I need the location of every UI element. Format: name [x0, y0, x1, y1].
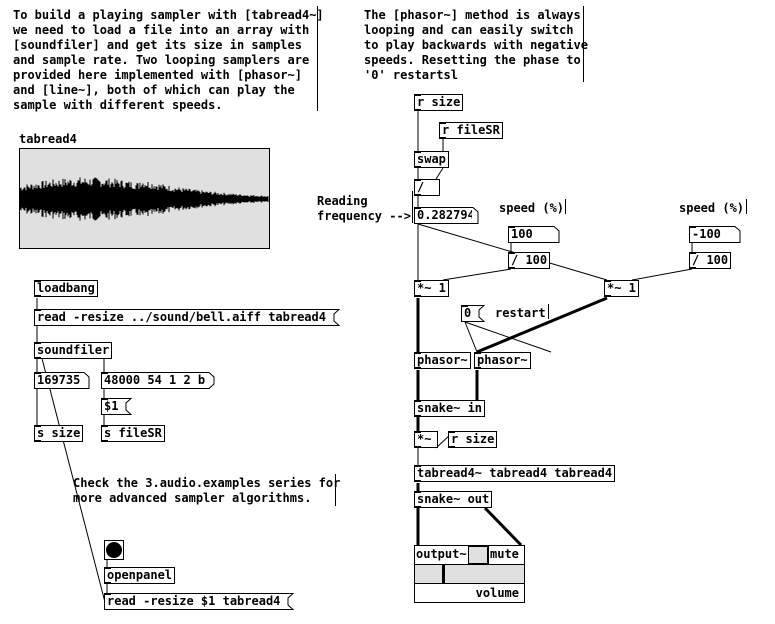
read-bell-message[interactable]: read -resize ../sound/bell.aiff tabread4 [34, 309, 340, 326]
cord-div100-mul-left [442, 268, 512, 281]
restart-comment: restart [495, 306, 546, 320]
reading-frequency-comment: Reading frequency --> [317, 194, 411, 223]
divide-object[interactable]: / [414, 179, 440, 196]
frequency-value: 0.282794 [417, 208, 475, 222]
message-flag [287, 593, 295, 610]
comment-edge [745, 199, 747, 214]
number-corner [472, 207, 479, 224]
dsp-toggle[interactable] [468, 546, 488, 564]
intro-comment: To build a playing sampler with [tabread… [13, 8, 324, 112]
read-dollar-message[interactable]: read -resize $1 tabread4 [104, 593, 295, 610]
divider [488, 546, 489, 564]
info-list-box[interactable]: 48000 54 1 2 b [101, 372, 215, 389]
speed-right-comment: speed (%) [679, 201, 745, 215]
number-corner [734, 226, 741, 243]
volume-slider[interactable] [415, 565, 524, 584]
message-flag [478, 305, 486, 322]
array-name: tabread4 [19, 132, 77, 146]
loadbang-object[interactable]: loadbang [34, 280, 98, 297]
info-list-value: 48000 54 1 2 b [104, 373, 206, 387]
number-corner [83, 372, 90, 389]
read-dollar-text: read -resize $1 tabread4 [107, 594, 281, 608]
cord-zero-phasor-r-right [464, 321, 552, 353]
bang-circle [106, 542, 122, 558]
comment-edge [564, 199, 566, 214]
message-flag [332, 309, 340, 326]
open-bang[interactable] [104, 540, 124, 560]
zero-message[interactable]: 0 [461, 305, 486, 322]
comment-edge [334, 474, 336, 506]
number-corner [553, 226, 560, 243]
cord-swap-div-right [435, 167, 444, 180]
multiply-tilde-object[interactable]: *~ [414, 431, 438, 448]
multiply-right-object[interactable]: *~ 1 [604, 280, 639, 297]
speed-left-number[interactable]: 100 [508, 226, 560, 243]
divide100-right-object[interactable]: / 100 [689, 252, 732, 269]
output-label: output~ [416, 547, 467, 561]
size-number-value: 169735 [37, 373, 81, 387]
dollar1-text: $1 [104, 399, 119, 413]
volume-label: volume [475, 586, 519, 600]
sig-snakeout-output-r [483, 506, 523, 547]
message-flag [125, 398, 133, 415]
speed-left-value: 100 [511, 227, 533, 241]
volume-slider-handle[interactable] [442, 565, 445, 584]
receive-size2-object[interactable]: r size [448, 431, 498, 448]
zero-text: 0 [464, 306, 472, 320]
sig-mul-right-phasor [476, 296, 608, 354]
comment-edge [547, 304, 549, 319]
array-graph[interactable] [19, 148, 270, 249]
list-corner [208, 372, 215, 389]
speed-left-comment: speed (%) [499, 201, 565, 215]
openpanel-object[interactable]: openpanel [104, 567, 176, 584]
phasor-comment: The [phasor~] method is always looping a… [364, 8, 588, 82]
send-fileSR-object[interactable]: s fileSR [101, 425, 165, 442]
output-abstraction: output~ mute volume [414, 545, 525, 603]
tabread4-object[interactable]: tabread4~ tabread4 tabread4 [414, 465, 616, 482]
comment-edge [582, 6, 584, 82]
receive-fileSR-object[interactable]: r fileSR [439, 122, 503, 139]
dollar1-message[interactable]: $1 [101, 398, 133, 415]
comment-edge [316, 6, 318, 111]
send-size-object[interactable]: s size [34, 425, 84, 442]
divide100-left-object[interactable]: / 100 [508, 252, 551, 269]
cord-zero-phasor-l-right [464, 321, 478, 353]
mute-button[interactable]: mute [490, 547, 519, 561]
phasor-right-object[interactable]: phasor~ [474, 352, 531, 369]
receive-size-object[interactable]: r size [414, 94, 464, 111]
soundfiler-object[interactable]: soundfiler [34, 342, 113, 359]
swap-object[interactable]: swap [414, 151, 449, 168]
divider [415, 564, 524, 565]
comment-edge [411, 191, 413, 223]
read-bell-text: read -resize ../sound/bell.aiff tabread4 [37, 310, 326, 324]
phasor-left-object[interactable]: phasor~ [414, 352, 471, 369]
speed-right-value: -100 [692, 227, 721, 241]
see-also-comment: Check the 3.audio.examples series for mo… [73, 476, 341, 505]
size-number[interactable]: 169735 [34, 372, 90, 389]
waveform [20, 177, 269, 221]
frequency-number[interactable]: 0.282794 [414, 207, 479, 224]
snake-in-object[interactable]: snake~ in [414, 400, 486, 417]
multiply-left-object[interactable]: *~ 1 [414, 280, 449, 297]
speed-right-number[interactable]: -100 [689, 226, 741, 243]
snake-out-object[interactable]: snake~ out [414, 491, 493, 508]
cord-div100-mul-right [631, 268, 693, 281]
